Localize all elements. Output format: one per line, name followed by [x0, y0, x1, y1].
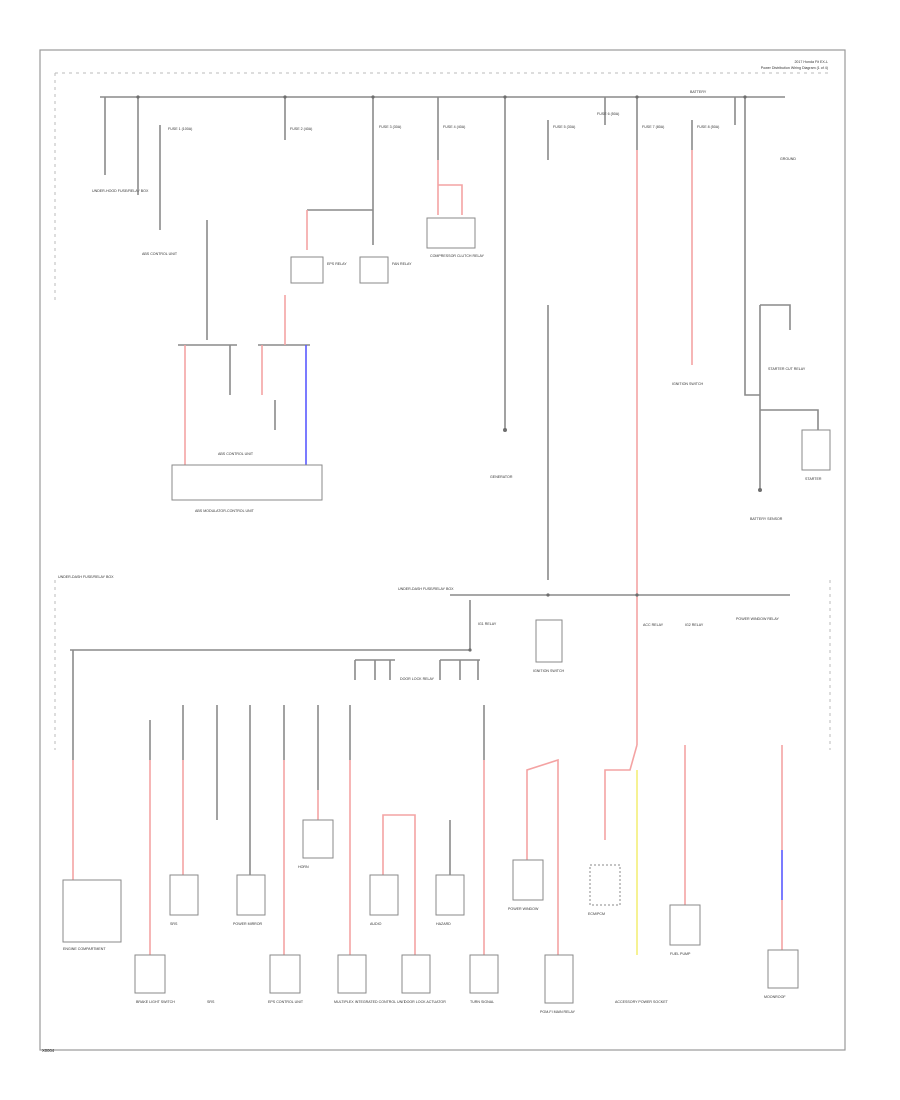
- caption-brake: BRAKE LIGHT SWITCH: [136, 1000, 175, 1004]
- label-left-section: UNDER-DASH FUSE/RELAY BOX: [58, 575, 114, 579]
- power-window-box: [512, 859, 544, 901]
- abs-modulator-box: [171, 464, 323, 501]
- power-mirror-box: [236, 874, 266, 916]
- label-fuse-4: FUSE 4 (40A): [443, 125, 465, 129]
- battery-label: BATTERY: [690, 90, 707, 94]
- label-under-dash: UNDER-DASH FUSE/RELAY BOX: [398, 587, 454, 591]
- label-compressor: COMPRESSOR CLUTCH RELAY: [430, 254, 485, 258]
- caption-line-1: 2017 Honda Fit EX-L: [794, 60, 828, 64]
- fuse-box-boundary-top: [54, 72, 830, 300]
- audio-box: [369, 874, 399, 916]
- compressor-relay-box: [426, 217, 476, 249]
- ignition-switch-mid: [535, 619, 563, 663]
- caption-audio: AUDIO: [370, 922, 382, 926]
- label-fan-relay: FAN RELAY: [392, 262, 412, 266]
- wire-starter-relay: [759, 395, 819, 490]
- bottom-wires: [72, 590, 783, 955]
- moonroof-box: [767, 949, 799, 989]
- label-starter: STARTER: [805, 477, 822, 481]
- turn-box: [469, 954, 499, 994]
- caption-power-window: POWER WINDOW: [508, 907, 539, 911]
- label-ig2-relay: IG2 RELAY: [685, 623, 704, 627]
- starter-box: [801, 429, 831, 471]
- label-fuse-8: FUSE 8 (50A): [697, 125, 719, 129]
- caption-line-2: Power Distribution Wiring Diagram (1 of …: [761, 66, 828, 70]
- caption-hazard: HAZARD: [436, 922, 451, 926]
- bottom-component-boxes: [62, 819, 799, 1004]
- label-ig1-relay: IG1 RELAY: [478, 622, 497, 626]
- door-lock-box: [401, 954, 431, 994]
- caption-engine-compartment: ENGINE COMPARTMENT: [63, 947, 106, 951]
- label-eps-relay: EPS RELAY: [327, 262, 347, 266]
- fuel-pump-box: [669, 904, 701, 946]
- eps-relay-box: [290, 256, 324, 284]
- label-fuse-5: FUSE 5 (30A): [553, 125, 575, 129]
- label-fuse-3: FUSE 3 (30A): [379, 125, 401, 129]
- srs-box: [169, 874, 199, 916]
- combination-meter-box: [269, 954, 301, 994]
- caption-multiplex: MULTIPLEX INTEGRATED CONTROL UNIT: [334, 1000, 406, 1004]
- front-fog-box: [435, 874, 465, 916]
- horn-box: [302, 819, 334, 859]
- label-fuse-6: FUSE 6 (50A): [597, 112, 619, 116]
- label-fuse-1: FUSE 1 (100A): [168, 127, 192, 131]
- caption-acc-socket: ACCESSORY POWER SOCKET: [615, 1000, 669, 1004]
- multiplex-box: [337, 954, 367, 994]
- caption-fuel-pump: FUEL PUMP: [670, 952, 691, 956]
- label-fuse-7: FUSE 7 (80A): [642, 125, 664, 129]
- ecm-box: [589, 864, 621, 906]
- label-ign-mid: IGNITION SWITCH: [533, 669, 565, 673]
- footer-code: X0004: [42, 1048, 55, 1053]
- mid-relay-group-1: [354, 659, 395, 680]
- label-abs-modulator: ABS MODULATOR-CONTROL UNIT: [195, 509, 255, 513]
- caption-eps: EPS CONTROL UNIT: [268, 1000, 304, 1004]
- caption-power-mirror: POWER MIRROR: [233, 922, 263, 926]
- rear-window-defogger-box: [62, 879, 122, 943]
- label-starter-cut: STARTER CUT RELAY: [768, 367, 806, 371]
- label-acc-relay: ACC RELAY: [643, 623, 664, 627]
- label-generator: GENERATOR: [490, 475, 513, 479]
- fuse-box-boundary-mid: [54, 580, 831, 750]
- label-abs-control: ABS CONTROL UNIT: [142, 252, 178, 256]
- label-fuse-2: FUSE 2 (40A): [290, 127, 312, 131]
- fan-relay-box: [359, 256, 389, 284]
- caption-srs-2: SRS: [207, 1000, 215, 1004]
- caption-door-lock: DOOR LOCK ACTUATOR: [404, 1000, 446, 1004]
- mid-relay-group-2: [439, 659, 480, 680]
- caption-pgm-fi: PGM-FI MAIN RELAY: [540, 1010, 576, 1014]
- wire-starter-loop: [734, 97, 791, 396]
- connector-markers: [136, 95, 762, 652]
- caption-srs: SRS: [170, 922, 178, 926]
- caption-turn: TURN SIGNAL: [470, 1000, 494, 1004]
- wire-compressor-red: [437, 160, 463, 215]
- brake-light-box: [134, 954, 166, 994]
- label-under-hood: UNDER-HOOD FUSE/RELAY BOX: [92, 189, 149, 193]
- caption-horn-relay: HORN: [298, 865, 309, 869]
- label-door-relay: DOOR LOCK RELAY: [400, 677, 435, 681]
- label-pw-relay: POWER WINDOW RELAY: [736, 617, 779, 621]
- pgm-fi-box: [544, 954, 574, 1004]
- label-ground: GROUND: [780, 157, 796, 161]
- label-bat-sensor: BATTERY SENSOR: [750, 517, 783, 521]
- caption-moonroof: MOONROOF: [764, 995, 786, 999]
- caption-ecm: ECM/PCM: [588, 912, 605, 916]
- label-abs-inner: ABS CONTROL UNIT: [218, 452, 254, 456]
- label-ignition-switch: IGNITION SWITCH: [672, 382, 704, 386]
